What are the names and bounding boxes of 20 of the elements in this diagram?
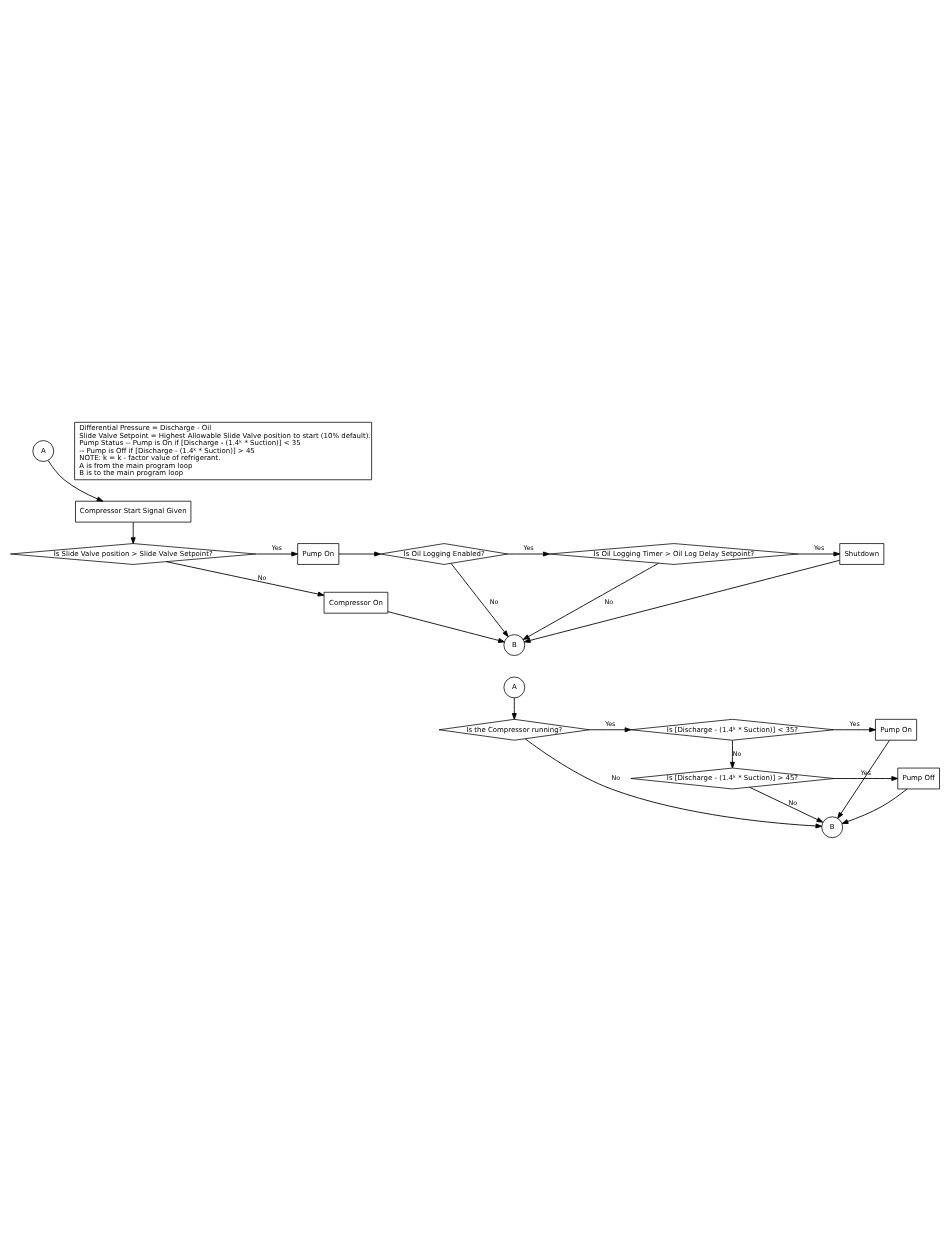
- arrow: [749, 786, 824, 823]
- arrow: [523, 559, 840, 643]
- arrow: [387, 611, 505, 643]
- arrow: [130, 521, 136, 544]
- arrow: [450, 562, 509, 638]
- arrow: [833, 776, 899, 781]
- arrow: [511, 697, 517, 720]
- arrow: [833, 727, 876, 733]
- arrow: [338, 551, 381, 557]
- arrow: [841, 788, 908, 824]
- arrow: [47, 460, 104, 502]
- arrow: [165, 561, 325, 597]
- arrow: [589, 727, 632, 733]
- arrow: [798, 551, 841, 557]
- arrow: [255, 551, 298, 557]
- arrow: [524, 738, 823, 829]
- arrow: [522, 562, 659, 640]
- arrow: [729, 740, 735, 769]
- arrow: [507, 551, 550, 557]
- arrow: [837, 739, 890, 819]
